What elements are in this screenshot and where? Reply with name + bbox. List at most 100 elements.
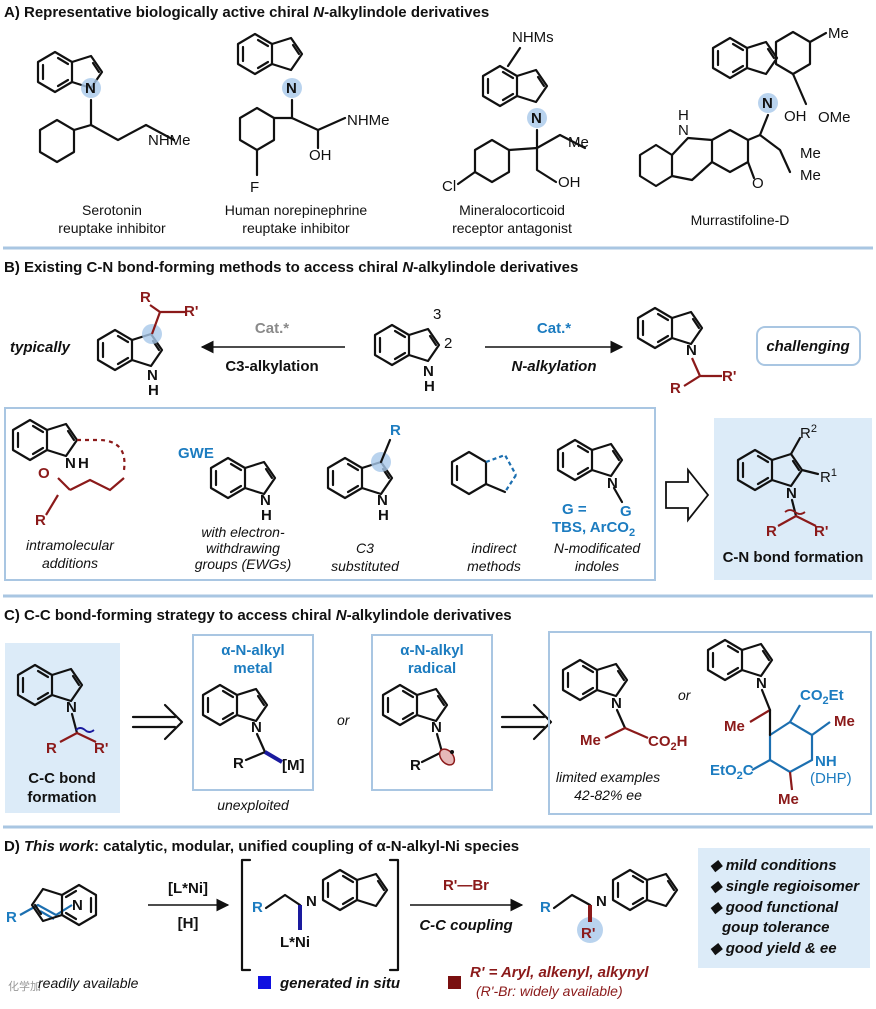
radical-box xyxy=(371,634,493,791)
watermark: 化学加 xyxy=(8,979,41,993)
ex1-n-label: N xyxy=(65,455,76,472)
r-label-ex1: R xyxy=(35,512,46,529)
o-label-ex1: O xyxy=(38,465,50,482)
start-n-label: N xyxy=(72,897,83,914)
ex5-label-1: N-modificated xyxy=(554,540,642,556)
ex1-label-1: intramolecular xyxy=(26,537,115,553)
examples-box xyxy=(4,407,656,581)
example-ewg: GWE N H with electron- withdrawing group… xyxy=(178,445,291,572)
oh-label-3: OH xyxy=(784,108,807,125)
hollow-arrow-b xyxy=(665,467,710,523)
r-label-cn: R xyxy=(766,523,777,540)
r-label-cc: R xyxy=(46,740,57,757)
cc-bond-box xyxy=(5,643,120,813)
g-label: G xyxy=(620,503,632,520)
section-b-title: B) Existing C-N bond-forming methods to … xyxy=(4,259,578,276)
lni-int-label: L*Ni xyxy=(280,934,310,951)
feature-4: ◆ good yield & ee xyxy=(710,940,837,957)
formation-label: formation xyxy=(27,789,96,806)
r-label-int: R xyxy=(252,899,263,916)
feature-2: ◆ single regioisomer xyxy=(710,878,860,895)
typically-label: typically xyxy=(10,339,71,356)
ex3-n-label: N xyxy=(377,492,388,509)
cat-left-label: Cat.* xyxy=(255,320,289,337)
metal-n-label: N xyxy=(251,719,262,736)
position-3-label: 3 xyxy=(433,306,441,323)
dhp-label: (DHP) xyxy=(810,770,852,787)
co2et-label: CO2Et xyxy=(800,687,844,707)
compound-2-label2: reuptake inhibitor xyxy=(242,220,350,236)
me-label-2: Me xyxy=(828,25,849,42)
mineralocorticoid-structure: NHMs N Me OH Cl Mineralocorticoid recept… xyxy=(442,29,589,236)
limited-label: limited examples xyxy=(556,769,660,785)
metal-box xyxy=(192,634,314,791)
example-dhp: N Me CO2Et Me NH (DHP) EtO2C Me xyxy=(706,638,855,808)
r-label-ex3: R xyxy=(390,422,401,439)
cc-product: N R R' C-C bond formation xyxy=(16,663,108,806)
o-label: O xyxy=(752,175,764,192)
h-label: H xyxy=(678,107,689,124)
section-d: D) This work: catalytic, modular, unifie… xyxy=(4,838,870,999)
h-reagent-label: [H] xyxy=(178,915,199,932)
f-label: F xyxy=(250,179,259,196)
ee-range-label: 42-82% ee xyxy=(574,787,642,803)
example-intramolecular: N H O R intramolecular additions xyxy=(11,418,126,571)
ex2-h-label: H xyxy=(261,507,272,524)
me-label-dhp: Me xyxy=(724,718,745,735)
example-indirect: indirect methods xyxy=(450,450,521,574)
co2h-label: CO2H xyxy=(648,733,687,753)
d-product: R R' N xyxy=(540,868,679,943)
n-product: N R R' xyxy=(636,306,736,397)
eto2c-label: EtO2C xyxy=(710,762,754,782)
me-label: Me xyxy=(568,134,589,151)
nhme-label-2: NHMe xyxy=(347,112,390,129)
r2-label: R2 xyxy=(800,423,817,442)
readily-available-label: readily available xyxy=(38,975,139,991)
dhp-n-label: N xyxy=(756,675,767,692)
section-c-title: C) C-C bond-forming strategy to access c… xyxy=(4,607,512,624)
r1-label: R1 xyxy=(820,467,837,486)
int-n-label: N xyxy=(306,893,317,910)
metal-head-label: α-N-alkyl xyxy=(221,642,284,659)
example-c3-substituted: R N H C3 substituted xyxy=(326,422,401,574)
oh-label: OH xyxy=(309,147,332,164)
compound-4-label: Murrastifoline-D xyxy=(691,212,790,228)
cl-label: Cl xyxy=(442,178,456,195)
compound-1-label: Serotonin xyxy=(82,202,142,218)
limited-examples-box xyxy=(548,631,872,815)
ex2-label-1: with electron- xyxy=(201,524,285,540)
cc-n-label: N xyxy=(66,699,77,716)
radical-head-label: α-N-alkyl xyxy=(400,642,463,659)
ex2-label-3: groups (EWGs) xyxy=(195,556,291,572)
dhp-nh-label: NH xyxy=(815,753,837,770)
n-alkylation-label: N-alkylation xyxy=(511,358,596,375)
nh-label-center: N xyxy=(423,363,434,380)
rprime-def-label: R' = Aryl, alkenyl, alkynyl xyxy=(470,964,649,981)
section-d-title: D) This work: catalytic, modular, unifie… xyxy=(4,838,519,855)
me-label-dhp3: Me xyxy=(778,791,799,808)
rprime-label-cn: R' xyxy=(814,523,828,540)
radical-n-label: N xyxy=(431,719,442,736)
rprime-label-product-d: R' xyxy=(581,925,595,942)
indole-center: 3 2 N H xyxy=(373,306,452,395)
ex4-label-1: indirect xyxy=(471,540,517,556)
r-label-c3: R xyxy=(140,289,151,306)
challenging-badge xyxy=(756,326,861,366)
cc-coupling-label: C-C coupling xyxy=(419,917,512,934)
c3-product: R R' N H xyxy=(96,289,198,399)
retro-arrow-1 xyxy=(131,703,184,741)
ex1-h-label: H xyxy=(78,455,89,472)
cn-formation-label: C-N bond formation xyxy=(723,549,864,566)
ni-intermediate: R L*Ni N xyxy=(240,858,400,972)
n-label: N xyxy=(678,122,689,139)
murrastifoline-structure: Me OMe N OH Me Me O N H Murrastifoline-D xyxy=(638,25,851,228)
h-label-center: H xyxy=(424,378,435,395)
section-a: A) Representative biologically active ch… xyxy=(4,4,851,236)
oh-label-2: OH xyxy=(558,174,581,191)
rprime-label-c3: R' xyxy=(184,303,198,320)
ex3-label-1: C3 xyxy=(356,540,374,556)
ex4-label-2: methods xyxy=(467,558,521,574)
nhme-label: NHMe xyxy=(148,132,191,149)
ex3-label-2: substituted xyxy=(331,558,400,574)
m-label: [M] xyxy=(282,757,305,774)
